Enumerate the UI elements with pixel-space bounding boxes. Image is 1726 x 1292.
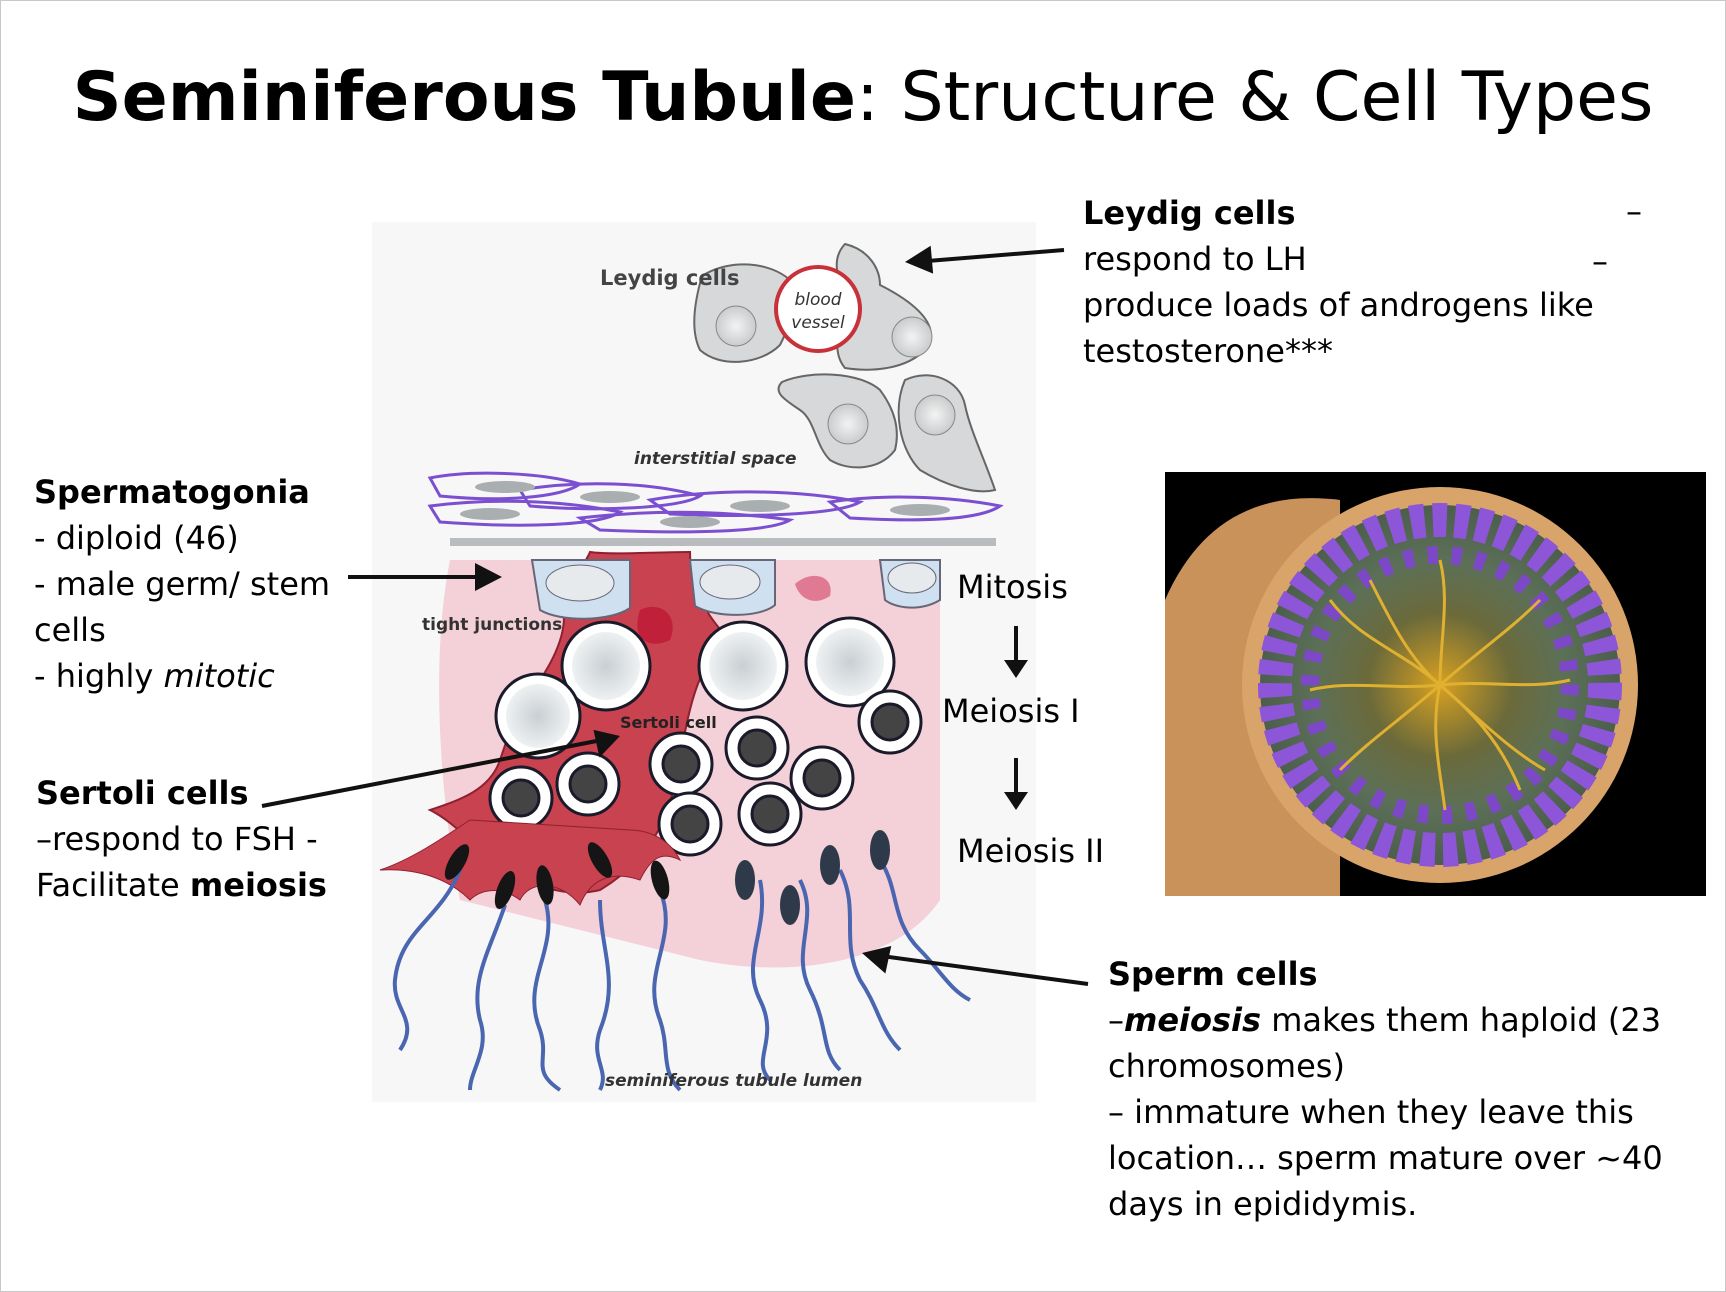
- spermatogonia-line-4: - highly mitotic: [34, 653, 330, 699]
- stage-mitosis: Mitosis: [957, 568, 1068, 606]
- interstitial-label: interstitial space: [634, 449, 797, 469]
- spermatocytes: [494, 616, 896, 760]
- sperm-line-3: – immature when they leave this: [1108, 1093, 1634, 1131]
- arrow-heads: [475, 245, 1028, 974]
- basement-membrane: [450, 538, 996, 546]
- spermatogonia-heading: Spermatogonia: [34, 473, 310, 511]
- myoid-layer: [427, 471, 1004, 534]
- sertoli-heading: Sertoli cells: [36, 774, 249, 812]
- blood-label-1: blood: [794, 290, 841, 310]
- blood-vessel: [774, 265, 862, 353]
- sertoli-nucleus: [637, 606, 673, 644]
- leydig-line-2: produce loads of androgens like: [1083, 286, 1594, 324]
- spermatogonia-line-3: cells: [34, 611, 106, 649]
- leydig-line-1: respond to LH: [1083, 240, 1307, 278]
- stage-meiosis-2: Meiosis II: [957, 832, 1105, 870]
- spermatogonia-note: Spermatogonia - diploid (46) - male germ…: [34, 469, 330, 699]
- sperm-line-2: chromosomes): [1108, 1047, 1345, 1085]
- spermatogonia-line-4-em: mitotic: [163, 657, 275, 695]
- tight-junctions-label: tight junctions: [422, 615, 562, 635]
- leydig-line-3: testosterone***: [1083, 332, 1333, 370]
- sperm-tails: [392, 858, 971, 1092]
- sperm-line-1-post: makes them haploid (23: [1261, 1001, 1662, 1039]
- leydig-dash-1: –: [1626, 192, 1642, 230]
- sperm-line-1: –meiosis makes them haploid (23: [1108, 997, 1663, 1043]
- spermatogonia-line-1: - diploid (46): [34, 519, 239, 557]
- leydig-diagram-label: Leydig cells: [600, 266, 739, 290]
- spermatids: [488, 689, 923, 857]
- sertoli-line-1: –respond to FSH -: [36, 820, 318, 858]
- leydig-note: Leydig cells respond to LH produce loads…: [1083, 190, 1594, 374]
- sperm-heads: [444, 830, 890, 925]
- sperm-line-1-em: meiosis: [1124, 1001, 1262, 1039]
- sperm-line-5: days in epididymis.: [1108, 1185, 1418, 1223]
- title-bold: Seminiferous Tubule: [72, 58, 856, 137]
- leydig-cell-cluster: [693, 242, 997, 493]
- leydig-heading: Leydig cells: [1083, 194, 1296, 232]
- spermatogonia-line-2: - male germ/ stem: [34, 565, 331, 603]
- micrograph-tubule: [1165, 487, 1638, 896]
- sperm-line-1-pre: –: [1108, 1001, 1124, 1039]
- blood-label-2: vessel: [791, 313, 845, 333]
- sperm-note: Sperm cells –meiosis makes them haploid …: [1108, 951, 1663, 1227]
- leydig-dash-2: –: [1592, 242, 1608, 280]
- sertoli-line-2-text: Facilitate: [36, 866, 190, 904]
- spermatogonia: [530, 559, 941, 620]
- sperm-heading: Sperm cells: [1108, 955, 1318, 993]
- sperm-line-4: location… sperm mature over ~40: [1108, 1139, 1663, 1177]
- myoid-nuclei: [460, 481, 950, 528]
- sertoli-diagram-label: Sertoli cell: [620, 713, 717, 732]
- lumen-label: seminiferous tubule lumen: [605, 1071, 862, 1091]
- sertoli-note: Sertoli cells –respond to FSH - Facilita…: [36, 770, 327, 908]
- spermatogonia-line-4-text: - highly: [34, 657, 164, 695]
- sertoli-line-2: Facilitate meiosis: [36, 862, 327, 908]
- stage-meiosis-1: Meiosis I: [942, 692, 1080, 730]
- sertoli-line-2-bold: meiosis: [189, 866, 327, 904]
- title-rest: : Structure & Cell Types: [855, 58, 1654, 137]
- slide-title: Seminiferous Tubule: Structure & Cell Ty…: [0, 58, 1726, 137]
